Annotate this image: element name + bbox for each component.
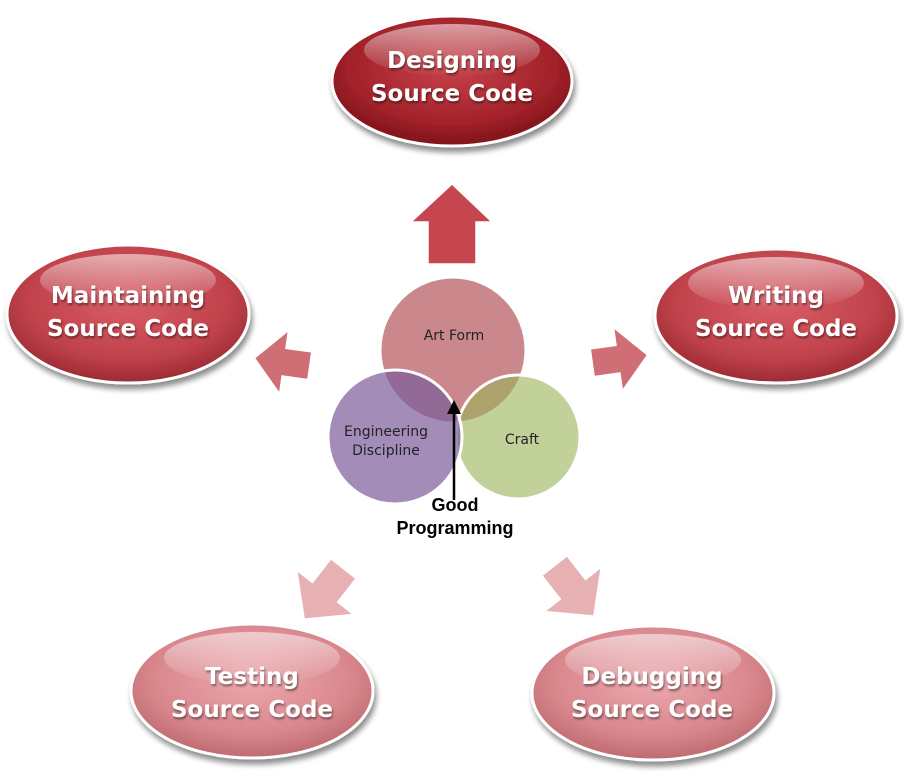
node-maintaining-line2: Source Code bbox=[46, 316, 210, 342]
node-debugging-ellipse bbox=[530, 624, 776, 762]
node-testing-label: Testing Source Code bbox=[132, 661, 372, 727]
venn-circle-engineering bbox=[326, 368, 464, 506]
venn-art-form-label: Art Form bbox=[404, 327, 504, 346]
node-writing-ellipse bbox=[653, 247, 899, 385]
arrow-up-icon bbox=[409, 182, 494, 265]
center-line1: Good bbox=[431, 495, 479, 515]
node-writing-label: Writing Source Code bbox=[656, 280, 896, 346]
node-designing-line2: Source Code bbox=[370, 81, 534, 107]
node-designing-label: Designing Source Code bbox=[332, 45, 572, 111]
center-line2: Programming bbox=[396, 518, 514, 538]
venn-craft-label: Craft bbox=[492, 431, 552, 450]
arrow-down-right-icon bbox=[540, 554, 603, 617]
node-designing-ellipse bbox=[330, 14, 574, 148]
node-testing-line2: Source Code bbox=[170, 697, 334, 723]
venn-engineering-label: Engineering Discipline bbox=[330, 423, 442, 461]
node-debugging-line2: Source Code bbox=[570, 697, 734, 723]
node-testing-ellipse bbox=[129, 622, 375, 760]
venn-engineering-line1: Engineering bbox=[344, 424, 428, 440]
node-writing-line2: Source Code bbox=[694, 316, 858, 342]
venn-art-form-text: Art Form bbox=[423, 328, 485, 344]
node-debugging-line1: Debugging bbox=[581, 664, 723, 690]
node-maintaining-ellipse bbox=[5, 243, 251, 385]
venn-engineering-line2: Discipline bbox=[352, 443, 420, 459]
arrow-left-icon bbox=[253, 328, 313, 396]
node-designing-line1: Designing bbox=[387, 48, 517, 74]
node-debugging-label: Debugging Source Code bbox=[532, 661, 772, 727]
center-arrow-icon bbox=[447, 400, 461, 414]
node-writing-line1: Writing bbox=[728, 283, 824, 309]
arrow-down-left-icon bbox=[295, 557, 358, 620]
venn-craft-text: Craft bbox=[504, 432, 540, 448]
center-label: Good Programming bbox=[382, 494, 528, 540]
arrow-right-icon bbox=[589, 325, 649, 393]
node-maintaining-label: Maintaining Source Code bbox=[8, 280, 248, 346]
node-maintaining-line1: Maintaining bbox=[50, 283, 206, 309]
node-testing-line1: Testing bbox=[205, 664, 299, 690]
